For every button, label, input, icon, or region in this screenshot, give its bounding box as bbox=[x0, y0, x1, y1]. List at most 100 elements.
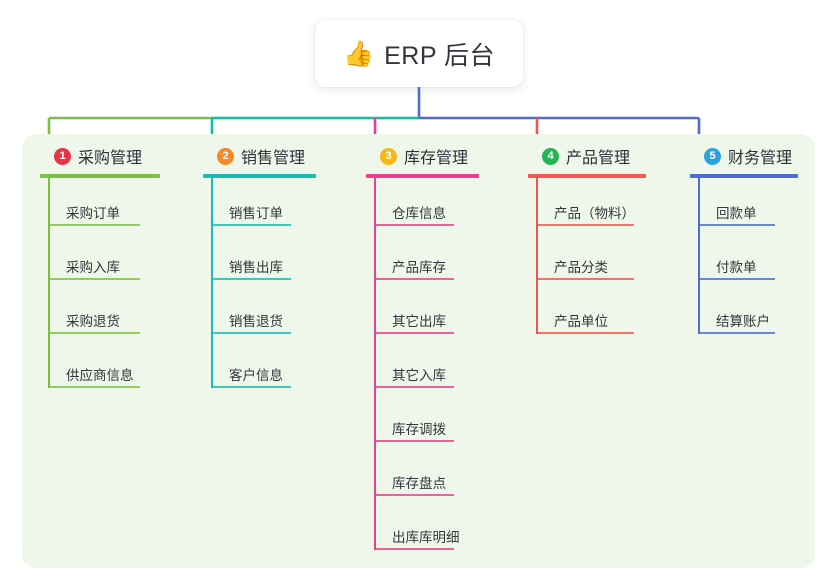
list-item[interactable]: 结算账户 bbox=[690, 286, 818, 340]
list-item-label: 采购入库 bbox=[66, 260, 120, 275]
list-item[interactable]: 供应商信息 bbox=[40, 340, 180, 394]
list-item-rule bbox=[48, 332, 140, 334]
list-item[interactable]: 库存调拨 bbox=[366, 394, 499, 448]
thumbs-up-icon: 👍 bbox=[342, 40, 375, 68]
list-item-rule bbox=[211, 278, 291, 280]
column-1: 1 采购管理采购订单采购入库采购退货供应商信息 bbox=[40, 144, 180, 394]
list-item-label: 其它入库 bbox=[392, 368, 446, 383]
list-item[interactable]: 其它入库 bbox=[366, 340, 499, 394]
list-item-rule bbox=[211, 224, 291, 226]
list-item-rule bbox=[211, 386, 291, 388]
column-2: 2 销售管理销售订单销售出库销售退货客户信息 bbox=[203, 144, 336, 394]
column-title-2: 销售管理 bbox=[241, 150, 306, 167]
list-item-label: 付款单 bbox=[716, 260, 757, 275]
list-item[interactable]: 回款单 bbox=[690, 178, 818, 232]
list-item[interactable]: 库存盘点 bbox=[366, 448, 499, 502]
list-item[interactable]: 采购入库 bbox=[40, 232, 180, 286]
list-item[interactable]: 销售退货 bbox=[203, 286, 336, 340]
list-item-label: 供应商信息 bbox=[66, 368, 134, 383]
list-item-label: 客户信息 bbox=[229, 368, 283, 383]
column-badge-3: 3 bbox=[380, 147, 397, 165]
column-badge-5: 5 bbox=[704, 147, 721, 165]
list-item-rule bbox=[536, 332, 634, 334]
list-item-label: 销售出库 bbox=[229, 260, 283, 275]
column-header-5[interactable]: 5 财务管理 bbox=[690, 144, 818, 168]
list-item-rule bbox=[48, 278, 140, 280]
column-spine-4 bbox=[536, 178, 538, 334]
list-item-rule bbox=[374, 278, 454, 280]
list-item-rule bbox=[698, 224, 775, 226]
column-badge-2: 2 bbox=[217, 147, 234, 165]
list-item-rule bbox=[48, 224, 140, 226]
column-title-1: 采购管理 bbox=[78, 150, 143, 167]
column-rule-5 bbox=[690, 174, 798, 178]
list-item[interactable]: 产品（物料） bbox=[528, 178, 666, 232]
list-item[interactable]: 仓库信息 bbox=[366, 178, 499, 232]
list-item-rule bbox=[374, 386, 454, 388]
column-badge-1: 1 bbox=[54, 147, 71, 165]
column-rule-3 bbox=[366, 174, 479, 178]
list-item-rule bbox=[48, 386, 140, 388]
list-item[interactable]: 其它出库 bbox=[366, 286, 499, 340]
list-item-label: 采购订单 bbox=[66, 206, 120, 221]
column-rule-2 bbox=[203, 174, 316, 178]
column-spine-2 bbox=[211, 178, 213, 388]
list-item[interactable]: 采购退货 bbox=[40, 286, 180, 340]
list-item[interactable]: 销售订单 bbox=[203, 178, 336, 232]
column-rule-1 bbox=[40, 174, 160, 178]
column-title-4: 产品管理 bbox=[566, 150, 631, 167]
column-3: 3 库存管理仓库信息产品库存其它出库其它入库库存调拨库存盘点出库库明细 bbox=[366, 144, 499, 556]
list-item-label: 产品单位 bbox=[554, 314, 608, 329]
list-item-label: 销售订单 bbox=[229, 206, 283, 221]
list-item-label: 库存调拨 bbox=[392, 422, 446, 437]
list-item-rule bbox=[374, 494, 454, 496]
column-4: 4 产品管理产品（物料） 产品分类产品单位 bbox=[528, 144, 666, 340]
column-spine-3 bbox=[374, 178, 376, 550]
column-badge-4: 4 bbox=[542, 147, 559, 165]
column-title-3: 库存管理 bbox=[404, 150, 469, 167]
list-item[interactable]: 销售出库 bbox=[203, 232, 336, 286]
list-item-label: 出库库明细 bbox=[392, 530, 460, 545]
list-item-label: 库存盘点 bbox=[392, 476, 446, 491]
column-title-5: 财务管理 bbox=[728, 150, 793, 167]
list-item-label: 仓库信息 bbox=[392, 206, 446, 221]
column-items-5: 回款单付款单结算账户 bbox=[690, 178, 818, 340]
list-item[interactable]: 客户信息 bbox=[203, 340, 336, 394]
column-items-2: 销售订单销售出库销售退货客户信息 bbox=[203, 178, 336, 394]
column-rule-4 bbox=[528, 174, 646, 178]
list-item-rule bbox=[211, 332, 291, 334]
column-spine-5 bbox=[698, 178, 700, 334]
list-item[interactable]: 产品库存 bbox=[366, 232, 499, 286]
list-item-label: 销售退货 bbox=[229, 314, 283, 329]
list-item-rule bbox=[536, 278, 634, 280]
list-item-label: 产品（物料） bbox=[554, 206, 635, 221]
column-spine-1 bbox=[48, 178, 50, 388]
list-item[interactable]: 产品分类 bbox=[528, 232, 666, 286]
column-header-3[interactable]: 3 库存管理 bbox=[366, 144, 499, 168]
list-item-rule bbox=[374, 332, 454, 334]
list-item[interactable]: 出库库明细 bbox=[366, 502, 499, 556]
column-header-1[interactable]: 1 采购管理 bbox=[40, 144, 180, 168]
list-item-rule bbox=[374, 224, 454, 226]
root-node[interactable]: 👍 ERP 后台 bbox=[315, 20, 523, 87]
list-item-label: 其它出库 bbox=[392, 314, 446, 329]
list-item-rule bbox=[536, 224, 634, 226]
list-item-label: 结算账户 bbox=[716, 314, 770, 329]
list-item-rule bbox=[698, 278, 775, 280]
list-item-label: 产品分类 bbox=[554, 260, 608, 275]
column-header-2[interactable]: 2 销售管理 bbox=[203, 144, 336, 168]
list-item[interactable]: 采购订单 bbox=[40, 178, 180, 232]
list-item-rule bbox=[698, 332, 775, 334]
list-item-label: 回款单 bbox=[716, 206, 757, 221]
column-items-4: 产品（物料） 产品分类产品单位 bbox=[528, 178, 666, 340]
column-items-1: 采购订单采购入库采购退货供应商信息 bbox=[40, 178, 180, 394]
list-item-label: 产品库存 bbox=[392, 260, 446, 275]
list-item-label: 采购退货 bbox=[66, 314, 120, 329]
list-item[interactable]: 产品单位 bbox=[528, 286, 666, 340]
column-items-3: 仓库信息产品库存其它出库其它入库库存调拨库存盘点出库库明细 bbox=[366, 178, 499, 556]
list-item-rule bbox=[374, 440, 454, 442]
root-node-label: ERP 后台 bbox=[384, 41, 496, 70]
list-item[interactable]: 付款单 bbox=[690, 232, 818, 286]
column-header-4[interactable]: 4 产品管理 bbox=[528, 144, 666, 168]
column-5: 5 财务管理回款单付款单结算账户 bbox=[690, 144, 818, 340]
